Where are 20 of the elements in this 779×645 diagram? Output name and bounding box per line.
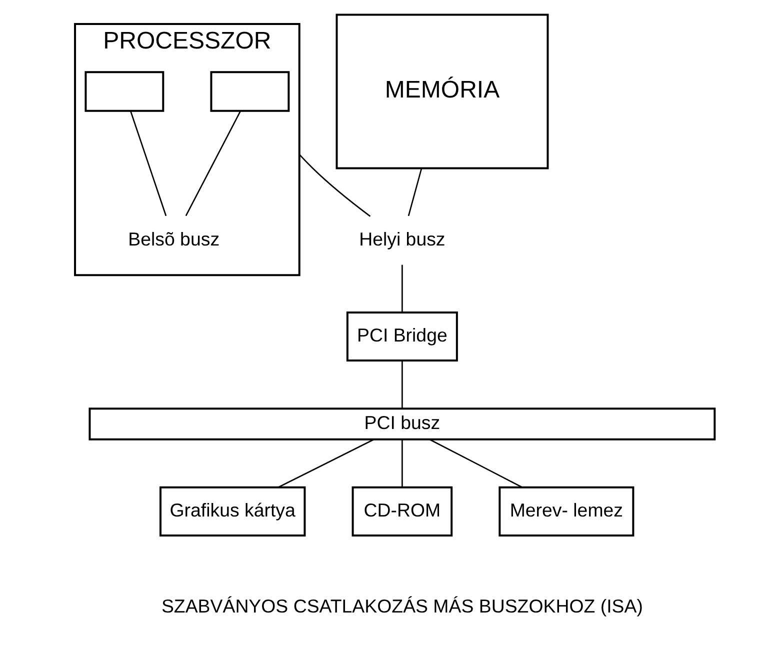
connector (408, 168, 422, 216)
connector (429, 438, 522, 488)
node-box: PCI busz (88, 408, 716, 440)
label: SZABVÁNYOS CSATLAKOZÁS MÁS BUSZOKHOZ (ISA) (161, 596, 643, 617)
node-text: Helyi busz (359, 228, 446, 250)
connector (402, 440, 403, 488)
node-box: Merev- lemez (498, 486, 634, 536)
connector (402, 360, 403, 408)
node-box (210, 71, 290, 112)
node-text: Belsõ busz (128, 228, 220, 250)
node-box: PCI Bridge (346, 311, 458, 362)
connector (130, 111, 167, 216)
connector (298, 154, 371, 217)
connector (278, 438, 374, 488)
node-box (84, 71, 164, 112)
node-box: CD-ROM (352, 486, 453, 536)
connector (185, 111, 241, 216)
connector (402, 264, 403, 312)
node-box: Grafikus kártya (159, 486, 306, 536)
node-box: MEMÓRIA (336, 14, 549, 170)
